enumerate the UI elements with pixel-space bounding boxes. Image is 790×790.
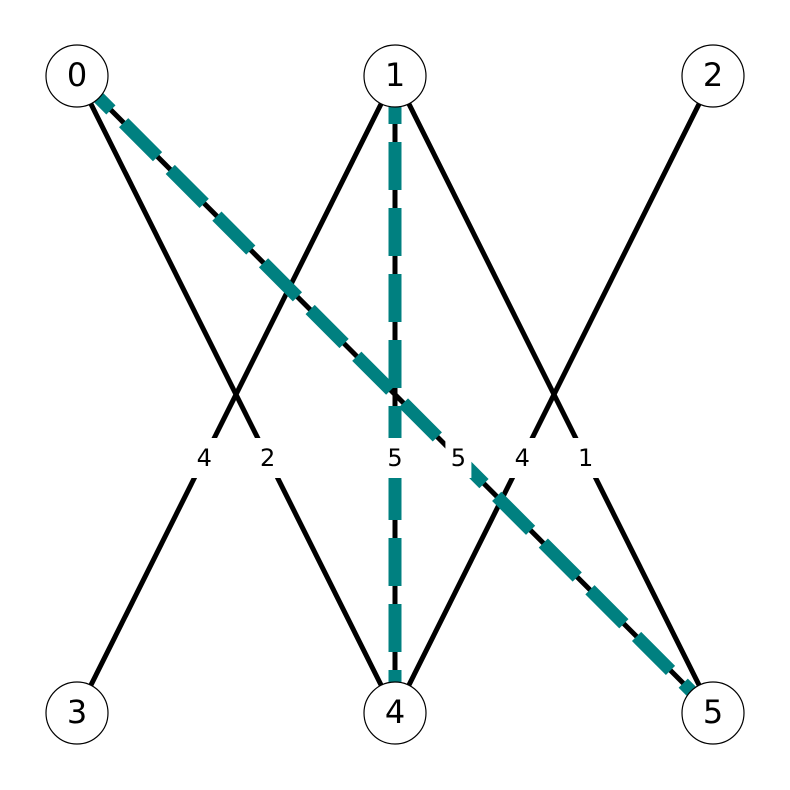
highlighted-edge-n0-n5 xyxy=(72,71,718,718)
node-label: 3 xyxy=(67,693,87,731)
edge-weight-label: 4 xyxy=(509,438,536,478)
edge-label-background xyxy=(191,438,218,478)
edge-weight-text: 4 xyxy=(515,444,530,472)
graph-node-1: 1 xyxy=(363,44,427,108)
node-label: 0 xyxy=(67,56,87,94)
edge-label-background xyxy=(509,438,536,478)
node-circle xyxy=(45,44,109,108)
node-circle xyxy=(45,681,109,745)
graph-node-4: 4 xyxy=(363,681,427,745)
node-label: 4 xyxy=(385,693,405,731)
edge-n2-n4 xyxy=(392,74,716,715)
node-label: 5 xyxy=(703,693,723,731)
edge-weight-text: 4 xyxy=(197,444,212,472)
edge-label-background xyxy=(445,438,472,478)
node-circle xyxy=(681,681,745,745)
edge-weight-label: 1 xyxy=(572,438,599,478)
edges-layer xyxy=(72,71,718,718)
edge-weight-text: 1 xyxy=(578,444,593,472)
edge-n1-n3 xyxy=(74,74,398,715)
node-circle xyxy=(363,44,427,108)
edge-weight-label: 2 xyxy=(254,438,281,478)
node-label: 2 xyxy=(703,56,723,94)
edge-weight-text: 5 xyxy=(451,444,466,472)
node-circle xyxy=(681,44,745,108)
edge-label-background xyxy=(572,438,599,478)
graph-node-0: 0 xyxy=(45,44,109,108)
edge-label-background xyxy=(254,438,281,478)
graph-node-3: 3 xyxy=(45,681,109,745)
edge-weight-text: 2 xyxy=(260,444,275,472)
graph-node-2: 2 xyxy=(681,44,745,108)
edge-weight-label: 5 xyxy=(382,438,408,478)
edge-labels-layer: 2 5 4 5 1 4 xyxy=(191,438,599,478)
edge-weight-label: 5 xyxy=(445,438,472,478)
edge-weight-text: 5 xyxy=(387,444,402,472)
graph-node-5: 5 xyxy=(681,681,745,745)
node-label: 1 xyxy=(385,56,405,94)
node-circle xyxy=(363,681,427,745)
nodes-layer: 0 1 2 3 4 5 xyxy=(45,44,745,745)
edge-weight-label: 4 xyxy=(191,438,218,478)
edge-label-background xyxy=(382,438,408,478)
